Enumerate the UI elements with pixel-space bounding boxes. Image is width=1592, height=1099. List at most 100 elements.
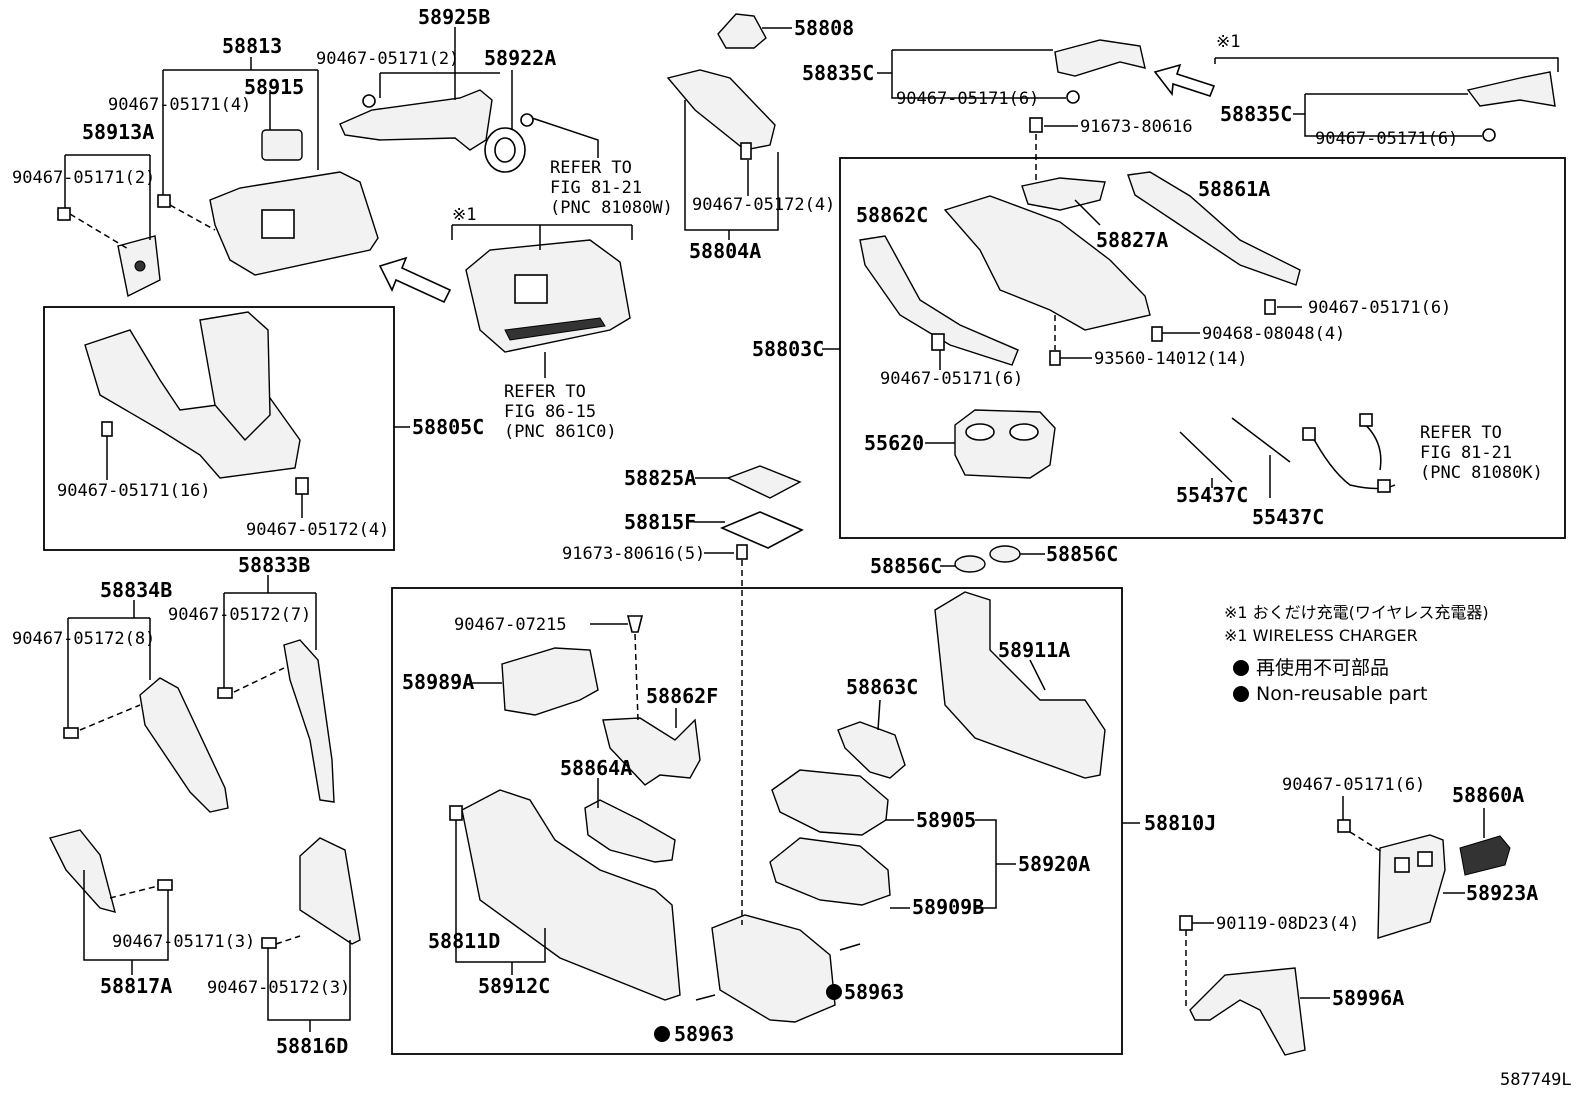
leader-58804A	[684, 100, 779, 240]
part-55437C-a	[1179, 431, 1233, 483]
part-58922A-hole	[494, 137, 516, 163]
label-58862F: 58862F	[646, 684, 718, 708]
label-90119-08D23-4: 90119-08D23(4)	[1216, 914, 1359, 934]
part-55437C-b	[1231, 417, 1291, 463]
mark-charger: ※1	[452, 205, 476, 225]
dash-07215	[634, 633, 639, 721]
clip-h	[1151, 326, 1163, 342]
label-58862C: 58862C	[856, 203, 928, 227]
clip-j	[101, 421, 113, 437]
clip-o	[261, 937, 277, 949]
leader-58863C	[877, 699, 881, 731]
label-58816D: 58816D	[276, 1034, 348, 1058]
leader-mark-top	[1214, 57, 1559, 72]
part-58803C	[943, 195, 1151, 331]
label-58911A: 58911A	[998, 638, 1070, 662]
label-90467-05171-4: 90467-05171(4)	[108, 95, 251, 115]
clip-c	[157, 194, 171, 208]
nonreusable-bullet-1	[826, 984, 842, 1000]
label-55437C-a: 55437C	[1176, 483, 1248, 507]
label-58856C-a: 58856C	[870, 554, 942, 578]
clip-b	[57, 207, 71, 221]
label-90467-05172-3: 90467-05172(3)	[207, 978, 350, 998]
label-58817A: 58817A	[100, 974, 172, 998]
part-55620	[954, 409, 1056, 479]
diagram-id: 587749L	[1500, 1070, 1572, 1090]
label-55620: 55620	[864, 431, 924, 455]
leader-58911A	[1029, 659, 1046, 691]
part-58816D	[299, 837, 361, 945]
part-58911A	[934, 591, 1106, 779]
box-58805C	[43, 306, 395, 551]
part-wire-harness	[1309, 419, 1396, 490]
leader-58827A	[1074, 199, 1101, 226]
label-90467-05171-6d: 90467-05171(6)	[880, 369, 1023, 389]
mark-top: ※1	[1216, 32, 1240, 52]
part-58862C	[859, 235, 1019, 366]
leader-58913A	[64, 154, 151, 240]
label-58925B: 58925B	[418, 5, 490, 29]
label-58913A: 58913A	[82, 120, 154, 144]
legend-bullet-en	[1233, 686, 1249, 702]
leader-58920A	[885, 819, 1016, 909]
label-90467-07215: 90467-07215	[454, 615, 567, 635]
screw-93560	[1049, 350, 1061, 366]
label-58909B: 58909B	[912, 895, 984, 919]
clip-p	[449, 805, 463, 821]
refer-r2-line3: (PNC 861C0)	[504, 422, 617, 442]
label-58915: 58915	[244, 75, 304, 99]
part-58808	[717, 13, 767, 49]
leader-58923A	[1443, 808, 1485, 894]
label-90467-05172-7: 90467-05172(7)	[168, 605, 311, 625]
screw-90119	[1179, 915, 1193, 931]
clip-d	[740, 142, 752, 160]
part-58804A	[666, 69, 776, 151]
part-58813-window	[261, 209, 295, 239]
refer-r3-line2: FIG 81-21	[1420, 443, 1512, 463]
legend-en-nonreuse: Non-reusable part	[1256, 683, 1427, 705]
label-90467-05172-4a: 90467-05172(4)	[692, 195, 835, 215]
clip-k	[295, 477, 309, 495]
leader-58825A	[694, 477, 734, 554]
leader-clips	[1060, 306, 1302, 359]
label-58920A: 58920A	[1018, 852, 1090, 876]
dash-58817A	[109, 885, 159, 899]
part-58805C	[84, 329, 301, 479]
part-58834B	[139, 677, 229, 813]
refer-r3-line3: (PNC 81080K)	[1420, 463, 1543, 483]
arrow-left-1	[378, 256, 452, 304]
screw-58963-b	[839, 943, 861, 951]
leader-58813	[162, 57, 319, 195]
label-58815F: 58815F	[624, 510, 696, 534]
clip-i	[931, 333, 945, 351]
legend-jp-charger: ※1 おくだけ充電(ワイヤレス充電器)	[1224, 603, 1489, 622]
clip-a	[362, 94, 376, 108]
label-90467-05171-16: 90467-05171(16)	[57, 481, 211, 501]
dash-58913A	[69, 213, 131, 251]
label-55437C-b: 55437C	[1252, 505, 1324, 529]
clip-90467-07215	[626, 615, 644, 633]
leader-charger	[451, 224, 633, 250]
part-58862F	[602, 717, 701, 786]
legend-en-charger: ※1 WIRELESS CHARGER	[1224, 626, 1418, 645]
label-58813: 58813	[222, 34, 282, 58]
harness-conn-2	[1359, 413, 1373, 427]
label-58989A: 58989A	[402, 670, 474, 694]
screw-91673	[1029, 117, 1043, 133]
part-58905	[771, 769, 889, 836]
refer-r2-line1: REFER TO	[504, 382, 586, 402]
label-90467-05171-6e: 90467-05171(6)	[1282, 775, 1425, 795]
label-90467-05171-2b: 90467-05171(2)	[12, 168, 155, 188]
label-58805C: 58805C	[412, 415, 484, 439]
box-58810J	[391, 587, 1123, 1055]
charger-window	[514, 274, 548, 304]
label-58808: 58808	[794, 16, 854, 40]
leader-58811D	[455, 820, 546, 963]
label-90467-05171-2a: 90467-05171(2)	[316, 49, 459, 69]
part-58915	[261, 129, 303, 161]
dash-58833B	[233, 667, 285, 693]
arrow-left-2	[1153, 63, 1216, 97]
label-58804A: 58804A	[689, 239, 761, 263]
